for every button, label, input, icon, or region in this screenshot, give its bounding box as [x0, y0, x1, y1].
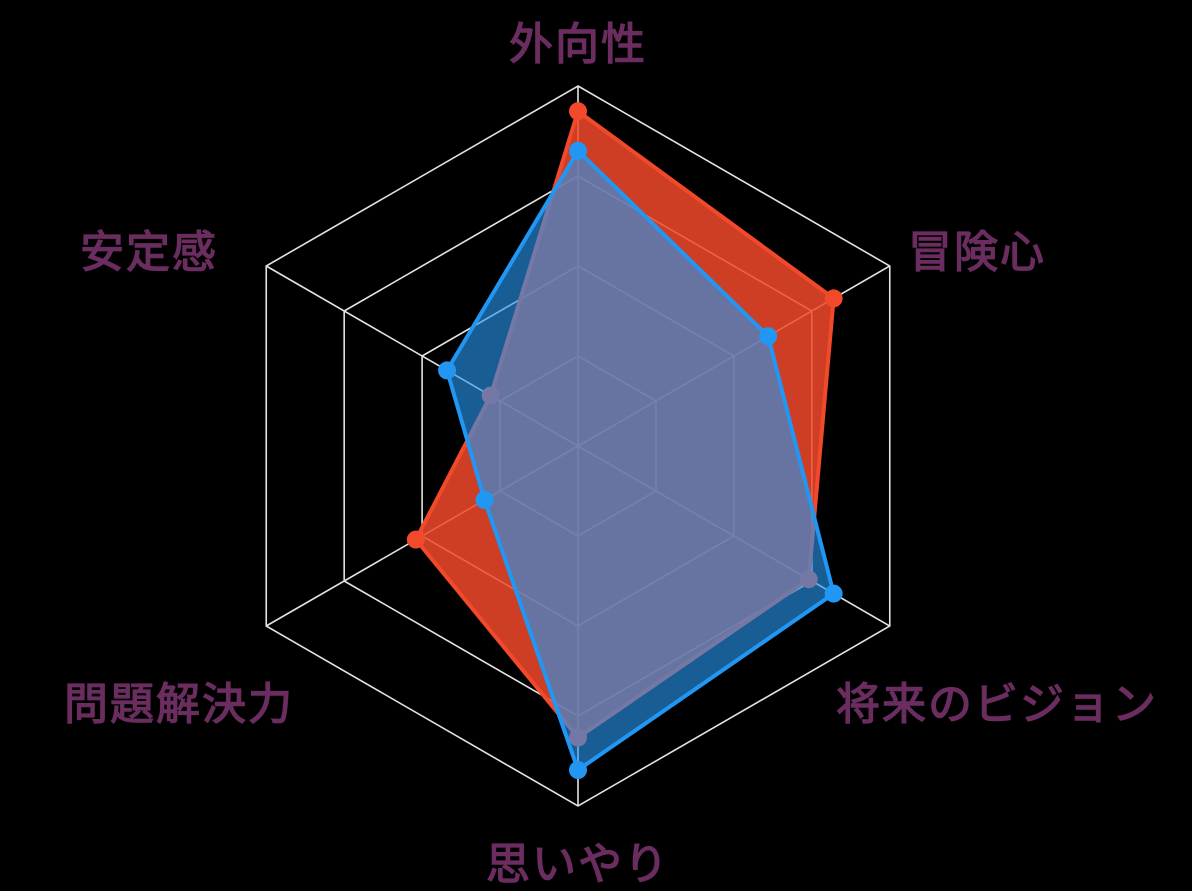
axis-label-problem-solving: 問題解決力	[64, 679, 294, 730]
axis-label-adventurousness: 冒険心	[908, 227, 1046, 278]
series-blue-point-5	[438, 361, 457, 380]
series-red-point-4	[406, 530, 425, 549]
series-red-point-1	[824, 289, 843, 308]
series-blue-polygon	[445, 148, 836, 772]
axis-label-future-vision: 将来のビジョン	[836, 679, 1158, 730]
axis-label-stability: 安定感	[80, 227, 218, 278]
axis-label-compassion: 思いやり	[486, 839, 670, 890]
series-blue-point-3	[569, 761, 587, 779]
axis-label-extraversion: 外向性	[509, 19, 647, 70]
series-blue-point-0	[569, 141, 587, 160]
series-red-point-0	[569, 102, 587, 121]
series-blue-point-1	[759, 327, 778, 346]
series-blue-point-4	[475, 491, 494, 509]
series-blue-point-2	[824, 584, 843, 603]
